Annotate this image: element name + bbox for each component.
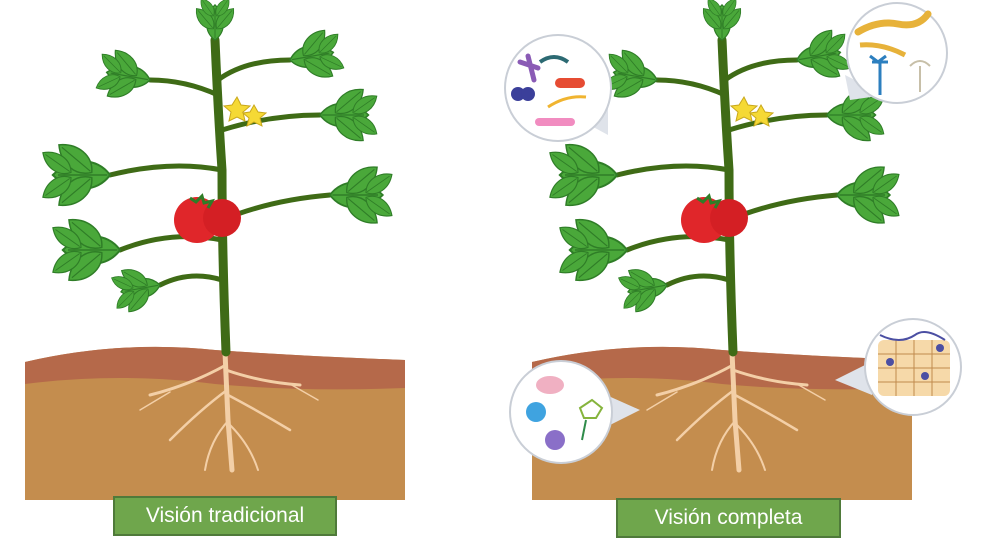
traditional-view-caption: Visión tradicional [113,496,337,536]
tomato-plant-icon [0,0,430,543]
microbe-icon [509,360,640,464]
traditional-view-panel [0,0,430,543]
fungus-icon [845,2,948,104]
microbe-icon [504,34,612,142]
complete-view-caption: Visión completa [616,498,841,538]
complete-view-panel [500,0,1000,543]
root-cells-icon [835,318,962,416]
